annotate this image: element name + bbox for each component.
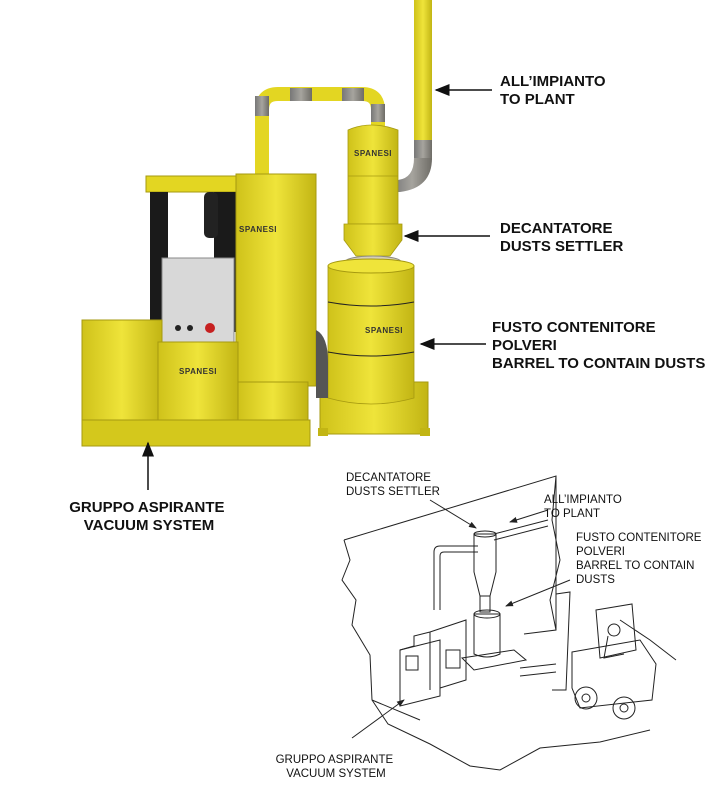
machine-brand-upper: SPANESI	[239, 225, 277, 234]
dust-barrel: SPANESI	[318, 258, 430, 436]
sketch-arrow-vacuum	[351, 699, 405, 739]
installation-sketch: DECANTATORE DUSTS SETTLER ALL’IMPIANTO T…	[276, 472, 705, 780]
sketch-arrow-barrel	[505, 579, 571, 607]
sketch-label-vacuum: GRUPPO ASPIRANTE VACUUM SYSTEM	[276, 754, 397, 780]
label-vacuum: GRUPPO ASPIRANTE VACUUM SYSTEM	[69, 499, 228, 534]
emergency-stop-icon	[205, 323, 215, 333]
control-panel	[161, 257, 235, 343]
plant-duct	[414, 0, 432, 148]
settler-brand: SPANESI	[354, 149, 392, 158]
sketch-label-settler: DECANTATORE DUSTS SETTLER	[346, 472, 440, 498]
label-barrel: FUSTO CONTENITORE POLVERI BARREL TO CONT…	[492, 319, 705, 372]
dust-settler: SPANESI	[343, 124, 403, 269]
sketch-label-plant: ALL’IMPIANTO TO PLANT	[544, 494, 625, 520]
barrel-brand: SPANESI	[365, 326, 403, 335]
sketch-arrow-plant	[509, 509, 549, 523]
sketch-label-barrel: FUSTO CONTENITORE POLVERI BARREL TO CONT…	[576, 532, 705, 586]
machine-brand-lower: SPANESI	[179, 367, 217, 376]
vacuum-unit: SPANESI SPANESI	[81, 173, 328, 447]
forklift-icon	[519, 591, 657, 720]
sketch-arrow-settler	[429, 499, 477, 529]
label-settler: DECANTATORE DUSTS SETTLER	[500, 220, 624, 255]
vacuum-system-photo: SPANESI SPANESI	[69, 0, 705, 534]
label-to-plant: ALL’IMPIANTO TO PLANT	[500, 73, 610, 108]
